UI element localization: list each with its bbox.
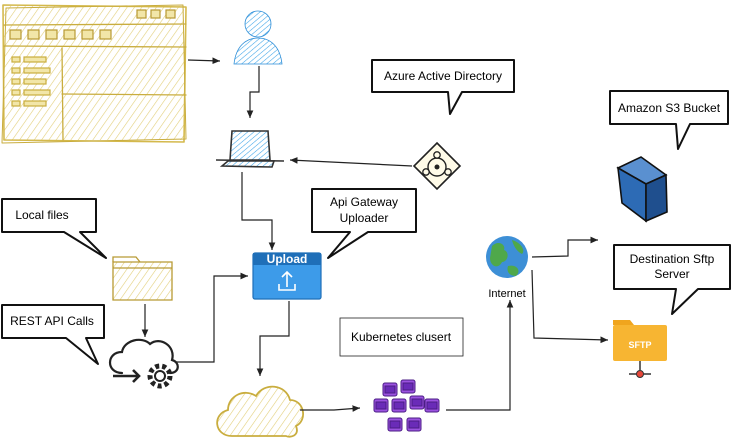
storage-cloud-icon	[216, 385, 304, 438]
azure-ad-label: Azure Active Directory	[384, 69, 502, 83]
amazon-s3-label: Amazon S3 Bucket	[618, 101, 721, 115]
edge-cloudgear-to-upload	[175, 272, 248, 363]
browser-window-sketch	[1, 4, 187, 144]
callout-amazon-s3: Amazon S3 Bucket	[609, 90, 729, 150]
upload-label: Upload	[267, 252, 308, 266]
callout-local-files: Local files	[1, 198, 107, 259]
api-gateway-label-line1: Api Gateway	[330, 195, 398, 209]
edge-laptop-to-upload	[241, 172, 276, 250]
s3-bucket-icon	[616, 156, 668, 223]
kubernetes-label: Kubernetes clusert	[351, 330, 452, 344]
upload-gateway-box: Upload	[252, 252, 322, 300]
internet-label: Internet	[488, 288, 525, 300]
edge-azure-to-laptop	[289, 157, 413, 167]
kubernetes-cluster-icon	[373, 379, 440, 432]
destination-label-line1: Destination Sftp	[630, 252, 715, 266]
azure-ad-icon	[412, 141, 462, 191]
connectors	[141, 57, 609, 412]
edge-internet-to-s3	[531, 236, 598, 258]
sftp-folder-icon: SFTP	[613, 320, 667, 378]
api-gateway-label-line2: Uploader	[340, 211, 389, 225]
local-files-label: Local files	[15, 208, 68, 222]
callout-azure-ad: Azure Active Directory	[371, 59, 515, 115]
destination-label-line2: Server	[654, 267, 689, 281]
kubernetes-label-box: Kubernetes clusert	[339, 317, 464, 357]
rest-api-label: REST API Calls	[10, 314, 94, 328]
edge-browser-to-user	[187, 57, 221, 65]
edge-upload-to-storage	[256, 301, 290, 376]
callout-destination-sftp: Destination Sftp Server	[613, 244, 731, 315]
laptop-icon	[215, 130, 285, 168]
edge-storage-to-kube	[300, 405, 361, 412]
edge-kube-to-internet	[446, 300, 514, 411]
sftp-label: SFTP	[628, 340, 651, 350]
cloud-gear-icon	[108, 338, 179, 389]
callout-rest-api: REST API Calls	[1, 304, 105, 365]
user-icon	[233, 10, 283, 65]
folder-icon	[112, 256, 173, 301]
callout-api-gateway: Api Gateway Uploader	[311, 188, 417, 259]
edge-internet-to-sftp	[531, 269, 609, 344]
globe-icon	[486, 236, 528, 278]
edge-user-to-laptop	[246, 66, 260, 118]
